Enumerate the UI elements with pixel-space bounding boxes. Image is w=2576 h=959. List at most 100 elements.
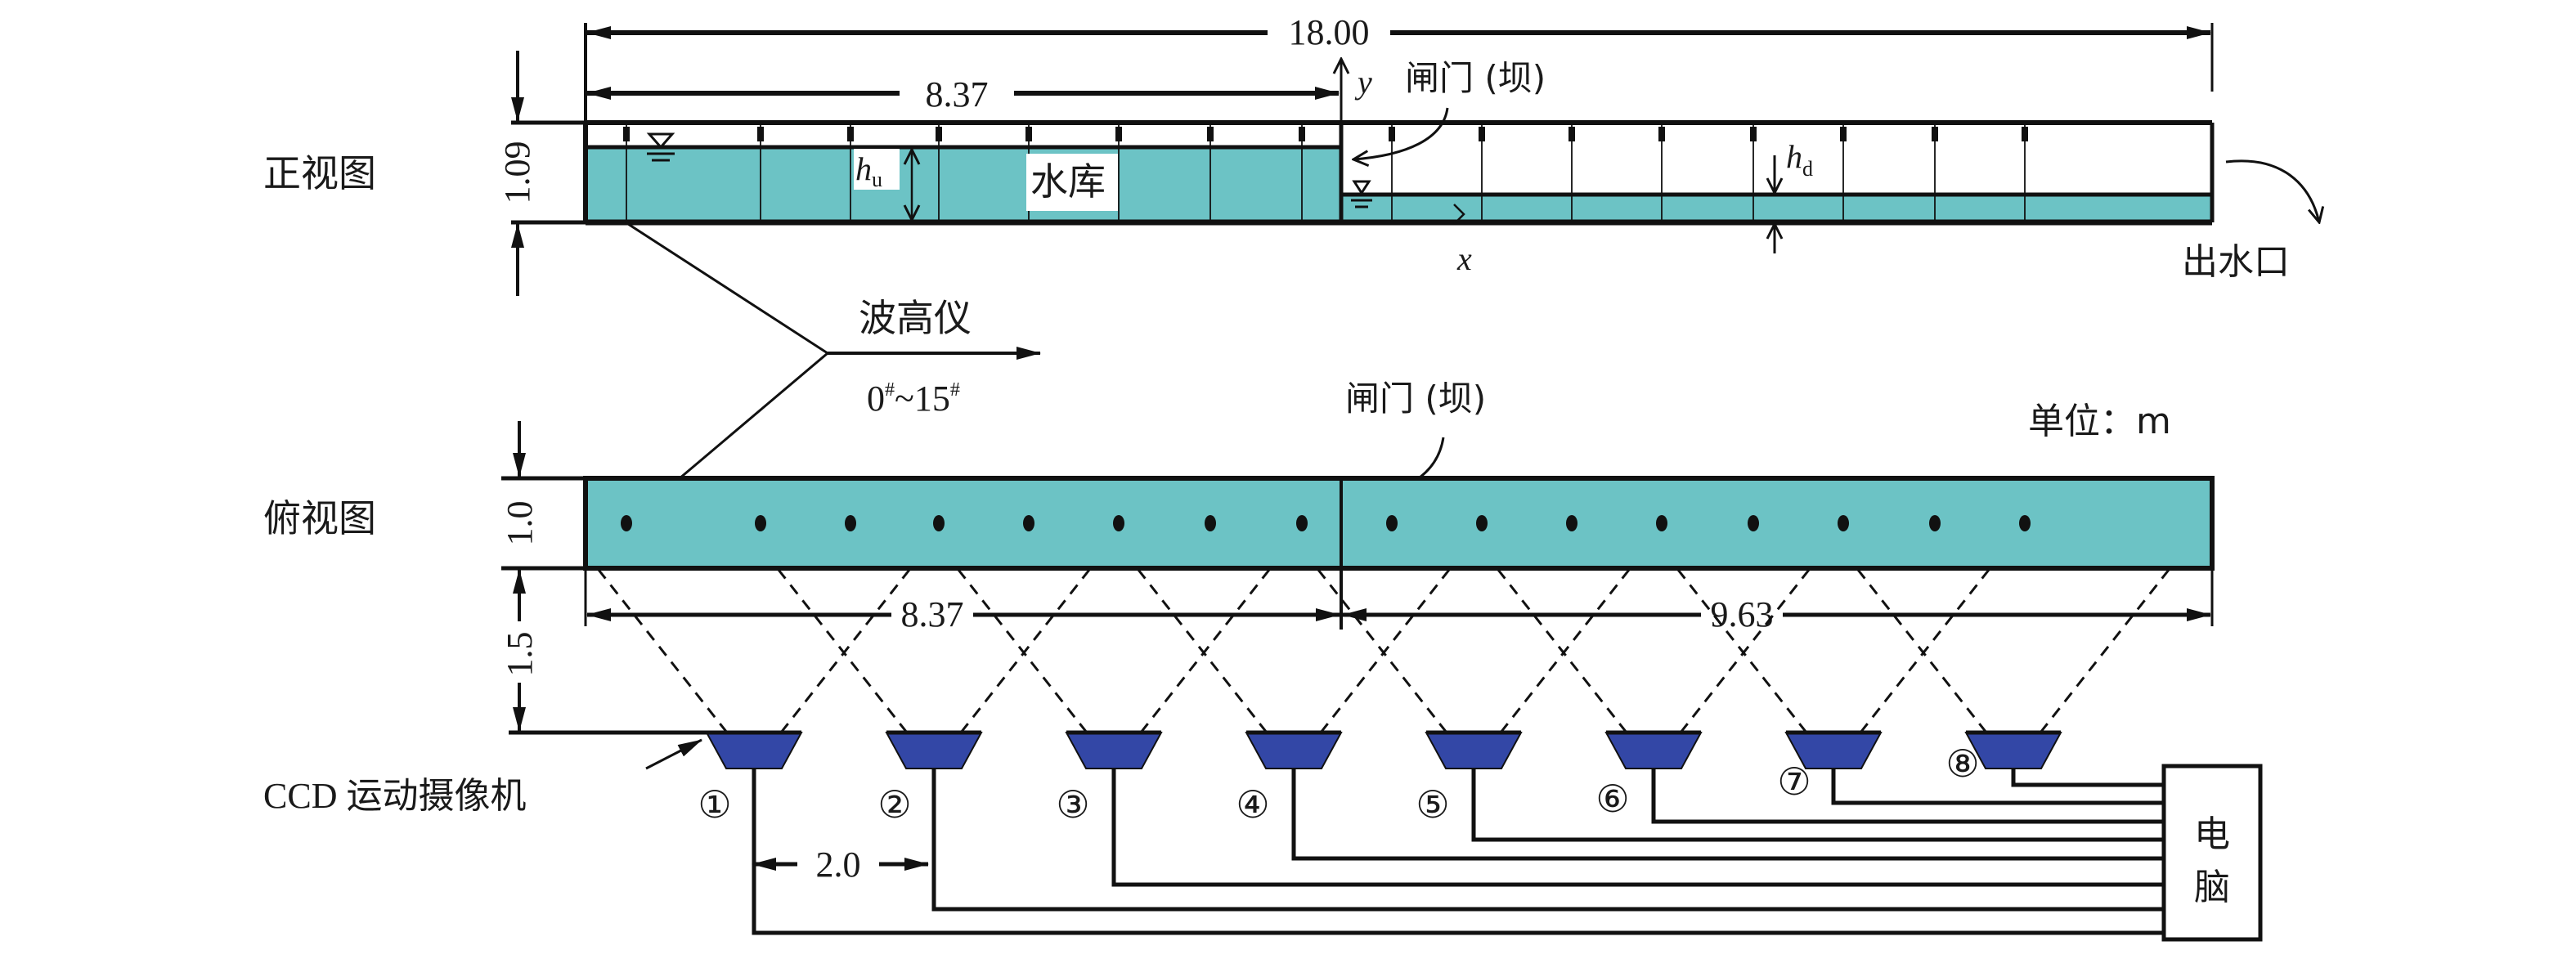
camera-view-cone-right-7 [1859, 569, 1990, 733]
camera-view-cone-right-2 [959, 569, 1091, 733]
camera-pointer [645, 738, 702, 770]
wave-gauge-dot-8 [1386, 515, 1398, 531]
top-view: 俯视图 闸门 (坝) 单位：m 1.0 1.5 8.37 9.63 [263, 379, 2215, 735]
front-view-label: 正视图 [263, 151, 376, 195]
water-level-symbol-upstream [646, 132, 675, 162]
front-view: 正视图 18.00 8.37 y 闸门 (坝) 1.09 [263, 12, 2319, 296]
wave-gauge-head-11 [1658, 127, 1665, 141]
ccd-camera-5 [1425, 732, 1523, 769]
camera-cable-4 [1291, 769, 2164, 861]
top-view-label: 俯视图 [263, 496, 376, 540]
wave-gauges-front [623, 124, 2028, 221]
camera-view-cone-left-1 [597, 569, 729, 733]
wave-gauge-dot-5 [1113, 515, 1124, 531]
wave-gauge-dot-13 [1838, 515, 1849, 531]
hd-label: hd [1786, 138, 1813, 181]
ccd-camera-8 [1964, 732, 2062, 769]
camera-label: CCD 运动摄像机 [263, 776, 526, 816]
camera-view-cone-left-2 [777, 569, 909, 733]
wave-gauge-dot-1 [755, 515, 766, 531]
x-axis-label: x [1456, 240, 1472, 277]
camera-view-cone-right-3 [1139, 569, 1271, 733]
wave-gauge-dot-10 [1566, 515, 1577, 531]
wave-gauge-head-8 [1389, 127, 1395, 141]
dim-width-label: 1.0 [500, 501, 540, 546]
wave-gauge-head-13 [1840, 127, 1847, 141]
camera-view-cone-right-4 [1319, 569, 1451, 733]
camera-number-6: ⑥ [1595, 778, 1629, 820]
computer-label-1: 电 [2194, 813, 2230, 855]
camera-number-8: ⑧ [1945, 743, 1979, 785]
wave-gauge-head-10 [1568, 127, 1575, 141]
dim-height-label: 1.09 [497, 141, 537, 204]
wave-gauge-dot-0 [621, 515, 632, 531]
wave-gauge-label: 波高仪 [859, 296, 972, 340]
x-axis-mark [1453, 204, 1465, 225]
camera-view-cone-right-8 [2039, 569, 2170, 733]
camera-number-5: ⑤ [1416, 784, 1449, 826]
camera-view-cone-left-6 [1497, 569, 1628, 733]
wave-gauge-head-4 [1025, 127, 1032, 141]
hu-label-bg [854, 149, 900, 190]
wave-gauge-dot-12 [1748, 515, 1759, 531]
camera-view-cone-left-7 [1676, 569, 1808, 733]
wave-gauge-head-6 [1207, 127, 1214, 141]
camera-cable-2 [931, 769, 2164, 912]
wave-gauge-head-7 [1299, 127, 1305, 141]
unit-label: 单位：m [2028, 401, 2171, 442]
camera-view-cone-right-1 [779, 569, 911, 733]
camera-callout: CCD 运动摄像机 [263, 738, 702, 816]
camera-number-1: ① [698, 784, 731, 826]
wave-gauge-head-15 [2022, 127, 2028, 141]
wave-gauge-head-1 [757, 127, 764, 141]
camera-view-cone-left-5 [1317, 569, 1448, 733]
computer-box [2161, 764, 2263, 942]
ccd-camera-6 [1604, 732, 1703, 769]
computer-label-2: 脑 [2194, 867, 2230, 908]
hu-label: hu [855, 150, 882, 191]
outlet-arrow [2225, 159, 2319, 222]
reservoir-label: 水库 [1030, 159, 1106, 204]
camera-number-7: ⑦ [1777, 761, 1811, 803]
camera-cable-8 [2011, 769, 2164, 787]
ccd-camera-4 [1245, 732, 1343, 769]
camera-number-2: ② [877, 784, 911, 826]
camera-cable-7 [1831, 769, 2164, 805]
dim-downstream-label: 9.63 [1711, 594, 1774, 634]
dim-total-label: 18.00 [1289, 12, 1370, 52]
wave-gauge-dot-6 [1205, 515, 1216, 531]
computer: 电 脑 [2161, 764, 2263, 942]
gate-label-front: 闸门 (坝) [1405, 58, 1546, 98]
ccd-camera-3 [1065, 732, 1163, 769]
gate-pointer-front [1353, 107, 1449, 159]
camera-cable-3 [1111, 769, 2164, 887]
camera-view-cone-right-6 [1679, 569, 1811, 733]
flume-top-view [583, 476, 2215, 571]
camera-cable-1 [752, 769, 2164, 935]
wave-gauge-dot-3 [933, 515, 945, 531]
wave-gauge-head-0 [623, 127, 630, 141]
wave-gauge-head-5 [1115, 127, 1122, 141]
wave-gauge-dot-15 [2019, 515, 2031, 531]
downstream-water-front [1341, 195, 2212, 222]
wave-gauge-dot-7 [1296, 515, 1308, 531]
wave-gauge-head-3 [936, 127, 942, 141]
water-level-symbol-downstream [1351, 180, 1372, 208]
camera-view-cone-left-4 [1137, 569, 1268, 733]
outlet-label: 出水口 [2182, 241, 2290, 283]
y-axis-label: y [1354, 64, 1372, 101]
wave-gauge-dot-4 [1023, 515, 1034, 531]
camera-cable-6 [1651, 769, 2164, 824]
wave-gauge-dot-2 [845, 515, 856, 531]
wave-gauge-range: 0#~15# [867, 379, 960, 419]
ccd-camera-1 [705, 732, 803, 769]
wave-gauge-head-14 [1932, 127, 1938, 141]
wave-gauge-head-12 [1750, 127, 1757, 141]
upstream-water-front [586, 147, 1341, 222]
dim-upstream2-label: 8.37 [901, 594, 964, 634]
wave-gauges-top [621, 515, 2031, 531]
camera-view-cone-right-5 [1499, 569, 1631, 733]
dim-offset-label: 1.5 [500, 632, 540, 677]
